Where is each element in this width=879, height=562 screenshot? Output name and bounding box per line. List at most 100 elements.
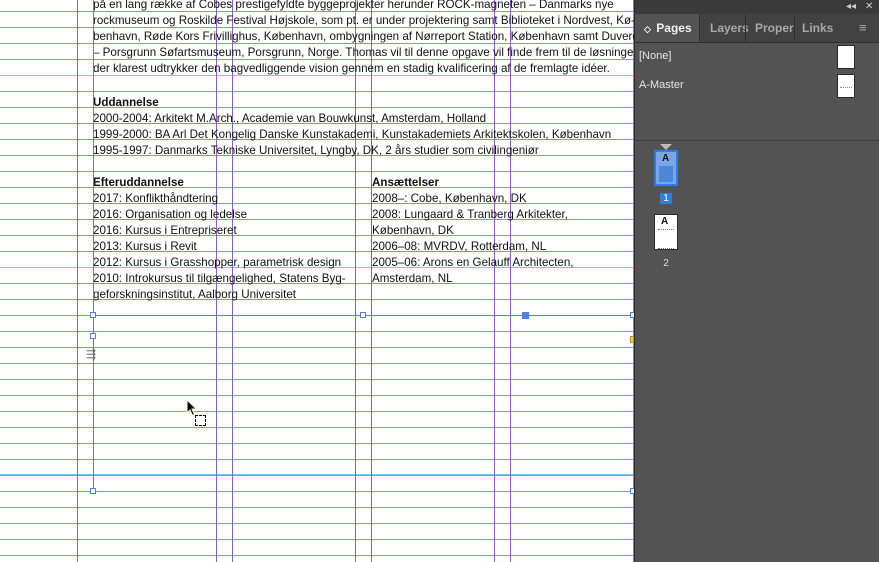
ansaettelser-line: København, DK [372,224,454,237]
efteruddannelse-line: 2010: Introkursus til tilgængelighed, St… [93,272,346,285]
ansaettelser-line: 2006–08: MVRDV, Rotterdam, NL [372,240,547,253]
ansaettelser-heading: Ansættelser [372,176,440,189]
page-2-master-letter: A [661,216,669,227]
panel-menu-icon[interactable]: ≡ [859,20,867,35]
page-2-number: 2 [663,258,669,269]
ansaettelser-line: 2008: Lungaard & Tranberg Arkitekter, [372,208,568,221]
current-page-marker-icon [660,144,672,150]
panel-title-bar: ◂◂ ✕ [635,0,879,14]
tab-divider [745,14,746,42]
frame-handle[interactable] [90,488,96,494]
baseline-guide [0,507,634,508]
baseline-guide [0,187,634,188]
baseline-guide [0,363,634,364]
panel-tabs: ◇ Pages Layers Proper Links ≡ [635,14,879,43]
baseline-guide [0,331,634,332]
text-thread-icon[interactable]: ⇶ [86,347,97,361]
tab-divider [699,14,700,42]
baseline-guide [0,59,634,60]
baseline-guide [0,171,634,172]
margin-guide [0,267,634,268]
text-frame-edge [93,0,94,492]
frame-handle[interactable] [630,312,634,318]
baseline-guide [0,155,634,156]
page-2-thumbnail-content [658,229,674,249]
baseline-guide [0,459,634,460]
baseline-guide [0,539,634,540]
baseline-guide [0,27,634,28]
ansaettelser-line: 2005–06: Arons en Gelauff Architecten, [372,256,574,269]
arrow-cursor-icon [186,399,198,417]
baseline-guide [0,523,634,524]
close-panel-icon[interactable]: ✕ [865,1,874,12]
baseline-guide [0,299,634,300]
page-2-thumbnail[interactable]: A [654,214,678,250]
margin-guide [0,474,634,475]
baseline-guide [0,251,634,252]
baseline-guide [0,427,634,428]
baseline-guide [0,235,634,236]
column-guide [371,0,372,562]
tab-layers[interactable]: Layers [710,21,749,35]
baseline-guide [0,395,634,396]
tab-divider [794,14,795,42]
baseline-guide [0,91,634,92]
master-none[interactable]: [None] [639,50,672,62]
intro-line: – Porsgrunn Søfartsmuseum, Porsgrunn, No… [93,46,634,59]
baseline-guide [0,491,634,492]
frame-handle[interactable] [360,312,366,318]
frame-center-handle[interactable] [522,312,529,319]
baseline-guide [0,411,634,412]
efteruddannelse-heading: Efteruddannelse [93,176,184,189]
ansaettelser-line: 2008–: Cobe, København, DK [372,192,527,205]
page-1-thumbnail-content [659,166,673,182]
column-guide [77,0,78,562]
master-a[interactable]: A-Master [639,79,684,91]
efteruddannelse-line: geforskningsinstitut, Aalborg Universite… [93,288,296,301]
tab-pages[interactable]: ◇ Pages [635,14,699,42]
baseline-guide [0,555,634,556]
tab-pages-label: Pages [656,21,692,35]
page-1-thumbnail[interactable]: A [654,150,678,186]
baseline-guide [0,123,634,124]
baseline-guide [0,203,634,204]
baseline-guide [0,43,634,44]
intro-line: rockmuseum og Roskilde Festival Højskole… [93,14,634,27]
frame-corner-option[interactable] [630,336,634,343]
uddannelse-line: 2000-2004: Arkitekt M.Arch., Academie va… [93,112,487,125]
frame-handle[interactable] [90,333,96,339]
tab-properties[interactable]: Proper [755,21,794,35]
intro-line: på en lang række af Cobes prestigefyldte… [93,0,614,11]
baseline-guide [0,347,634,348]
page-1-number: 1 [660,193,672,204]
efteruddannelse-line: 2013: Kursus i Revit [93,240,197,253]
margin-guide [0,75,634,76]
pages-panel: ◂◂ ✕ ◇ Pages Layers Proper Links ≡ [None… [634,0,879,562]
baseline-guide [0,219,634,220]
intro-line: benhavn, Røde Kors Frivillighus, Københa… [93,30,634,43]
frame-handle[interactable] [630,488,634,494]
efteruddannelse-line: 2012: Kursus i Grasshopper, parametrisk … [93,256,342,269]
baseline-guide [0,107,634,108]
column-guide [232,0,233,562]
ansaettelser-line: Amsterdam, NL [372,272,453,285]
master-none-thumbnail[interactable] [837,45,855,69]
document-canvas[interactable]: på en lang række af Cobes prestigefyldte… [0,0,634,562]
efteruddannelse-line: 2016: Organisation og ledelse [93,208,248,221]
column-guide [494,0,495,562]
expand-chevron-icon: ◇ [644,24,651,34]
frame-handle[interactable] [90,312,96,318]
baseline-guide [0,283,634,284]
intro-line: der klarest udtrykker den bagvedliggende… [93,62,610,75]
collapse-panel-icon[interactable]: ◂◂ [846,1,857,12]
column-guide [510,0,511,562]
tab-links[interactable]: Links [802,21,834,35]
uddannelse-line: 1999-2000: BA Arl Det Kongelig Danske Ku… [93,128,612,141]
baseline-guide [0,139,634,140]
uddannelse-line: 1995-1997: Danmarks Tekniske Universitet… [93,144,539,157]
column-guide [355,0,356,562]
baseline-guide [0,443,634,444]
baseline-guide [0,379,634,380]
master-a-thumbnail[interactable] [837,74,855,98]
column-guide [216,0,217,562]
